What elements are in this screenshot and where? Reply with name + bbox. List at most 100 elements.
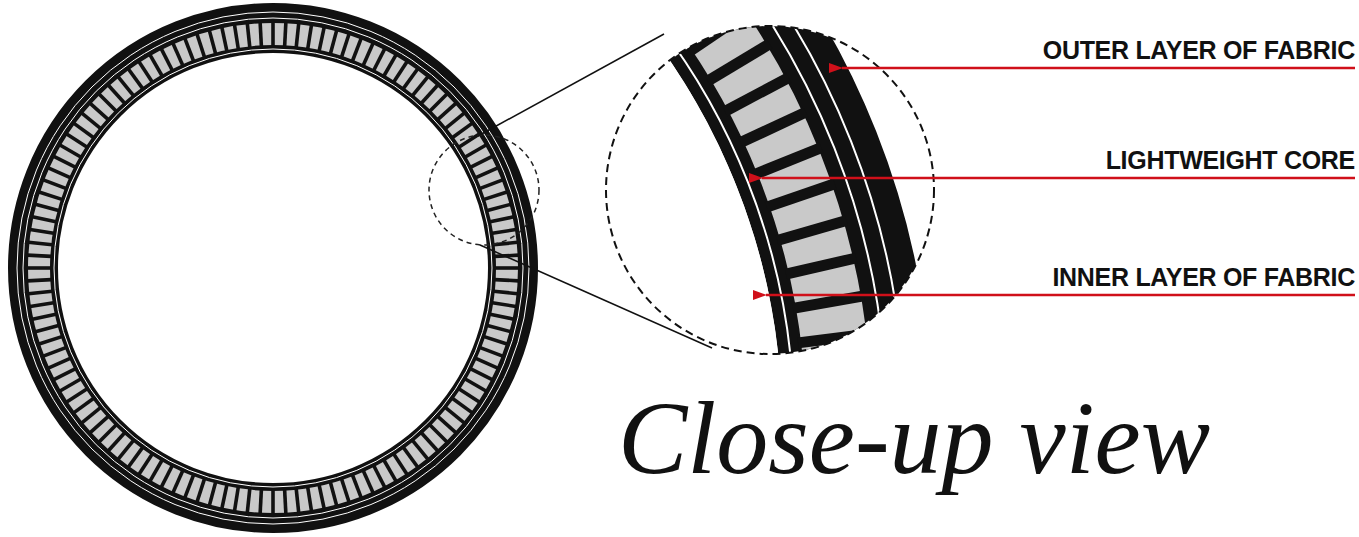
core-rib: [247, 23, 250, 47]
core-rib: [260, 490, 261, 514]
core-rib: [480, 180, 502, 189]
callout-label: INNER LAYER OF FABRIC: [1052, 263, 1355, 291]
core-rib: [363, 43, 373, 65]
core-rib: [353, 38, 362, 60]
core-rib: [99, 425, 116, 442]
core-rib: [48, 168, 70, 178]
core-rib: [247, 489, 250, 513]
core-rib: [793, 296, 864, 309]
core-rib: [725, 78, 789, 112]
core-rib: [74, 123, 93, 137]
core-rib: [487, 204, 510, 210]
core-rib: [430, 94, 447, 111]
core-rib: [108, 85, 124, 103]
core-rib: [741, 112, 806, 142]
core-rib: [708, 44, 770, 81]
core-rib: [296, 489, 299, 513]
core-rib: [222, 27, 227, 50]
core-rib: [422, 85, 438, 103]
core-rib: [67, 134, 87, 147]
core-rib: [438, 417, 456, 433]
core-rib: [161, 49, 172, 70]
core-rib: [465, 379, 486, 391]
core-rib: [490, 314, 513, 319]
core-rib: [453, 123, 472, 137]
core-rib: [35, 204, 58, 210]
callout-label: LIGHTWEIGHT CORE: [1106, 146, 1355, 174]
core-rib: [669, 0, 727, 23]
core-rib: [185, 475, 194, 497]
core-rib: [484, 192, 507, 199]
core-rib: [54, 369, 75, 380]
core-rib: [495, 280, 519, 281]
core-rib: [60, 379, 81, 391]
core-rib: [471, 156, 492, 167]
core-rib: [197, 479, 204, 502]
core-rib: [308, 25, 312, 49]
leader-arrow: [842, 67, 1355, 70]
core-rib: [150, 460, 162, 481]
core-rib: [374, 466, 385, 487]
core-rib: [438, 103, 456, 119]
core-rib: [30, 303, 54, 307]
core-rib: [755, 148, 822, 175]
caption-script: Close-up view: [618, 378, 1210, 498]
core-rib: [296, 23, 299, 47]
core-rib: [767, 184, 835, 207]
core-rib: [494, 291, 518, 294]
core-rib: [413, 77, 428, 96]
core-rib: [384, 460, 396, 481]
core-rib: [32, 217, 55, 222]
core-rib: [60, 145, 81, 157]
core-rib: [430, 425, 447, 442]
core-rib: [139, 454, 152, 474]
core-rib: [82, 408, 101, 423]
core-rib: [476, 168, 498, 178]
core-rib: [209, 30, 215, 53]
core-rib: [492, 230, 516, 234]
core-rib: [43, 348, 65, 357]
core-rib: [798, 334, 869, 343]
core-rib: [330, 482, 336, 505]
core-rib: [28, 242, 52, 245]
core-rib: [197, 34, 204, 57]
core-rib: [271, 22, 275, 46]
core-rib: [99, 94, 116, 111]
core-rib: [209, 482, 215, 505]
leader-arrow: [766, 294, 1355, 297]
core-rib: [74, 398, 93, 412]
core-rib: [35, 325, 58, 331]
core-rib: [27, 280, 51, 281]
core-rib: [495, 266, 519, 270]
core-rib: [422, 433, 438, 451]
core-rib: [28, 291, 52, 294]
core-rib: [487, 325, 510, 331]
core-rib: [319, 27, 324, 50]
core-rib: [67, 389, 87, 402]
core-rib: [39, 192, 62, 199]
core-rib: [480, 348, 502, 357]
core-rib: [453, 398, 472, 412]
core-rib: [492, 303, 516, 307]
core-rib: [801, 373, 873, 378]
core-rib: [459, 134, 479, 147]
core-rib: [777, 221, 846, 241]
core-rib: [185, 38, 194, 60]
core-rib: [235, 25, 239, 49]
core-rib: [30, 230, 54, 234]
core-rib: [285, 22, 286, 46]
core-rib: [39, 337, 62, 344]
core-rib: [465, 145, 486, 157]
selection-circle: [429, 135, 539, 245]
core-rib: [90, 417, 108, 433]
core-ribs: [27, 22, 519, 514]
core-rib: [54, 156, 75, 167]
core-rib: [342, 34, 349, 57]
zoom-circle: [606, 26, 934, 354]
core-rib: [384, 55, 396, 76]
core-rib: [27, 266, 51, 270]
core-rib: [90, 103, 108, 119]
core-rib: [459, 389, 479, 402]
core-rib: [353, 475, 362, 497]
core-rib: [128, 448, 142, 467]
